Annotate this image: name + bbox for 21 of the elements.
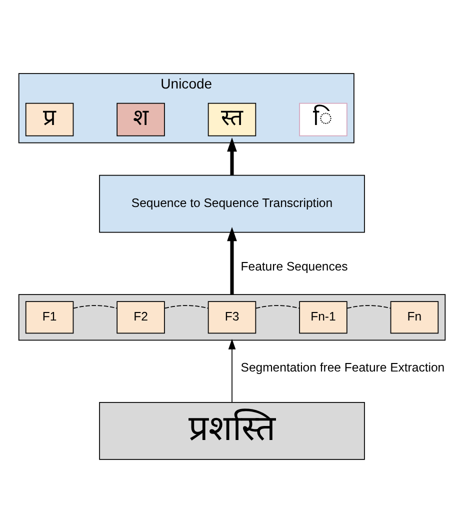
- node-box: F3: [208, 301, 256, 334]
- edge-label: Feature Sequences: [240, 260, 348, 274]
- node-box: स्त: [208, 102, 256, 136]
- node-box: Sequence to Sequence Transcription: [99, 174, 365, 233]
- node-box: F1: [25, 301, 74, 334]
- arrow: [227, 138, 237, 176]
- node-box: श: [116, 102, 165, 136]
- connector: [255, 305, 300, 309]
- connector: [346, 305, 391, 309]
- node-box: Fn: [390, 301, 439, 334]
- node-box: F2: [116, 301, 165, 334]
- edge-label: Segmentation free Feature Extraction: [240, 360, 445, 375]
- node-box: प्रशस्ति: [99, 402, 365, 460]
- node-box: ि: [299, 102, 348, 136]
- arrow: [227, 227, 237, 295]
- connector: [164, 305, 208, 309]
- cluster: [18, 294, 446, 341]
- node-box: Fn-1: [299, 301, 348, 334]
- arrow: [228, 338, 236, 403]
- connector: [72, 305, 118, 309]
- node-box: प्र: [25, 102, 74, 136]
